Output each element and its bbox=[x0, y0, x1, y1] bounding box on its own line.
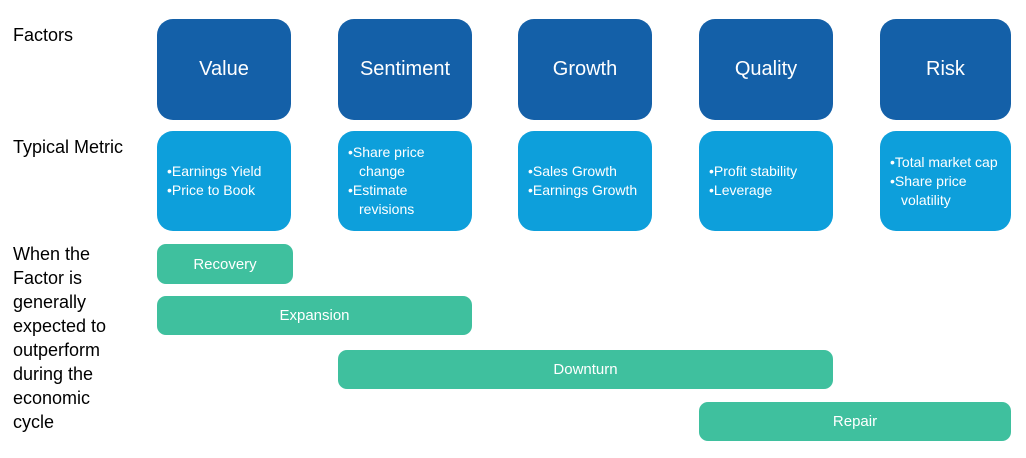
factor-box-quality: Quality bbox=[699, 19, 833, 120]
metric-list: Sales Growth Earnings Growth bbox=[518, 162, 647, 200]
typical-metric-row-label: Typical Metric bbox=[13, 137, 124, 157]
cycle-bar-downturn: Downturn bbox=[338, 350, 833, 389]
metric-item: Price to Book bbox=[167, 181, 261, 200]
metric-list: Total market cap Share price volatility bbox=[880, 153, 1011, 210]
factor-box-value: Value bbox=[157, 19, 291, 120]
factor-title: Sentiment bbox=[359, 58, 451, 80]
metric-item: Total market cap bbox=[890, 153, 1001, 172]
factors-row-label: Factors bbox=[13, 25, 74, 45]
metric-box-value: Earnings Yield Price to Book bbox=[157, 131, 291, 231]
cycle-bar-label: Recovery bbox=[193, 255, 257, 273]
cycle-bar-label: Repair bbox=[832, 413, 878, 430]
metric-item: Sales Growth bbox=[528, 162, 637, 181]
metric-item: Share price volatility bbox=[890, 172, 1001, 210]
factor-title: Value bbox=[199, 58, 249, 80]
metric-item: Estimate revisions bbox=[348, 181, 462, 219]
metric-item: Earnings Growth bbox=[528, 181, 637, 200]
metric-box-growth: Sales Growth Earnings Growth bbox=[518, 131, 652, 231]
cycle-bar-repair: Repair bbox=[699, 402, 1011, 441]
cycle-bar-expansion: Expansion bbox=[157, 296, 472, 335]
factor-box-sentiment: Sentiment bbox=[338, 19, 472, 120]
metric-item: Profit stability bbox=[709, 162, 797, 181]
metric-item: Leverage bbox=[709, 181, 797, 200]
factor-title: Growth bbox=[552, 58, 618, 80]
factor-box-risk: Risk bbox=[880, 19, 1011, 120]
metric-list: Share price change Estimate revisions bbox=[338, 143, 472, 219]
metric-list: Profit stability Leverage bbox=[699, 162, 807, 200]
metric-list: Earnings Yield Price to Book bbox=[157, 162, 271, 200]
metric-box-quality: Profit stability Leverage bbox=[699, 131, 833, 231]
cycle-bar-recovery: Recovery bbox=[157, 244, 293, 284]
cycle-bar-label: Expansion bbox=[279, 307, 350, 324]
metric-box-sentiment: Share price change Estimate revisions bbox=[338, 131, 472, 231]
economic-cycle-row-label: When the Factor is generally expected to… bbox=[13, 244, 107, 432]
metric-item: Share price change bbox=[348, 143, 462, 181]
metric-box-risk: Total market cap Share price volatility bbox=[880, 131, 1011, 231]
factor-title: Risk bbox=[926, 58, 965, 80]
metric-item: Earnings Yield bbox=[167, 162, 262, 181]
factor-title: Quality bbox=[734, 58, 798, 80]
factor-box-growth: Growth bbox=[518, 19, 652, 120]
cycle-bar-label: Downturn bbox=[553, 361, 618, 378]
